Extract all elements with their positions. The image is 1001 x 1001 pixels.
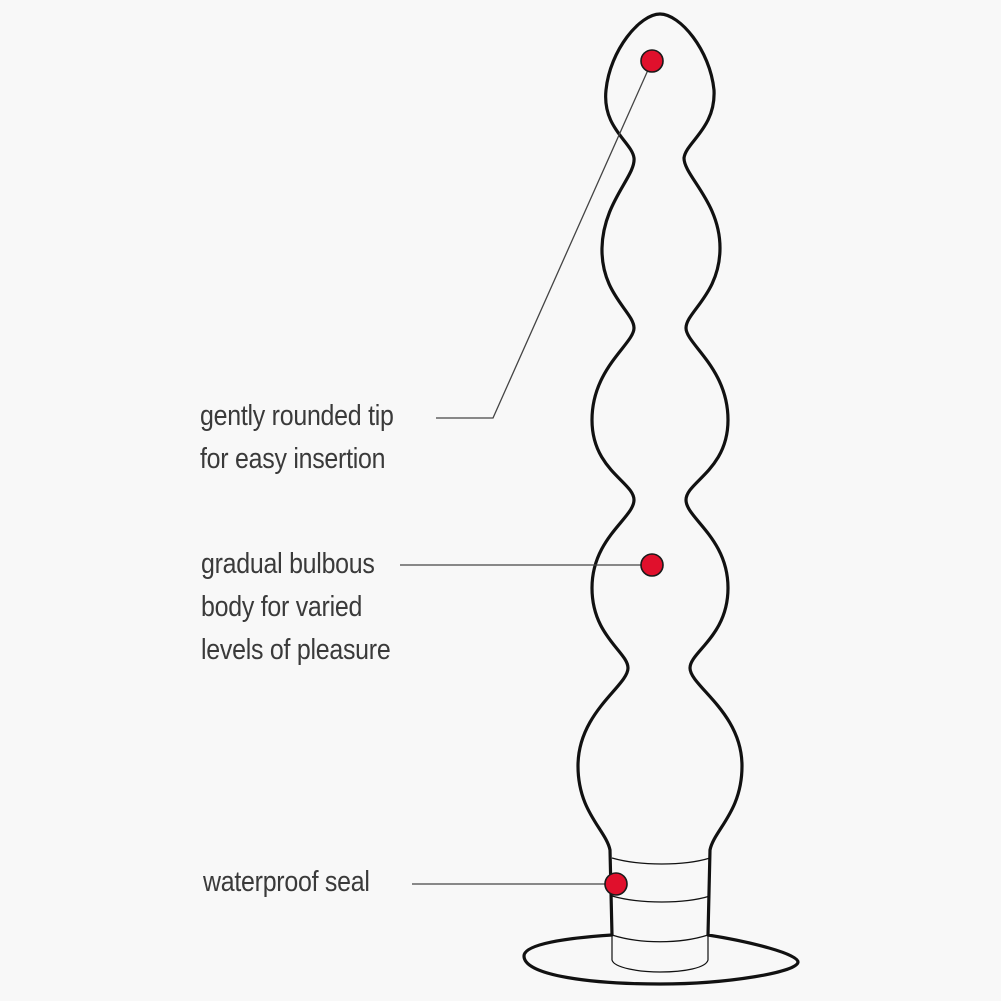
seal-band-top-line [611, 857, 711, 865]
callout-body-line-1: gradual bulbous [201, 548, 375, 580]
callout-body-line-2: body for varied [201, 591, 363, 623]
marker-body [640, 553, 664, 577]
product-body-outline [522, 12, 800, 986]
marker-tip [640, 49, 664, 73]
leader-line-tip [436, 60, 653, 419]
base-inner-shoulder [611, 935, 709, 973]
callout-tip-line-1: gently rounded tip [200, 400, 394, 432]
seal-band-bottom-line [611, 895, 711, 903]
callout-seal-label: waterproof seal [203, 861, 370, 904]
callout-body-line-3: levels of pleasure [201, 634, 391, 666]
base-rim-line [611, 934, 709, 943]
callout-tip-label: gently rounded tip for easy insertion [200, 395, 394, 481]
callout-seal-line-1: waterproof seal [203, 866, 370, 898]
callout-body-label: gradual bulbous body for varied levels o… [201, 543, 391, 672]
callout-tip-line-2: for easy insertion [200, 443, 386, 475]
marker-seal [604, 872, 628, 896]
